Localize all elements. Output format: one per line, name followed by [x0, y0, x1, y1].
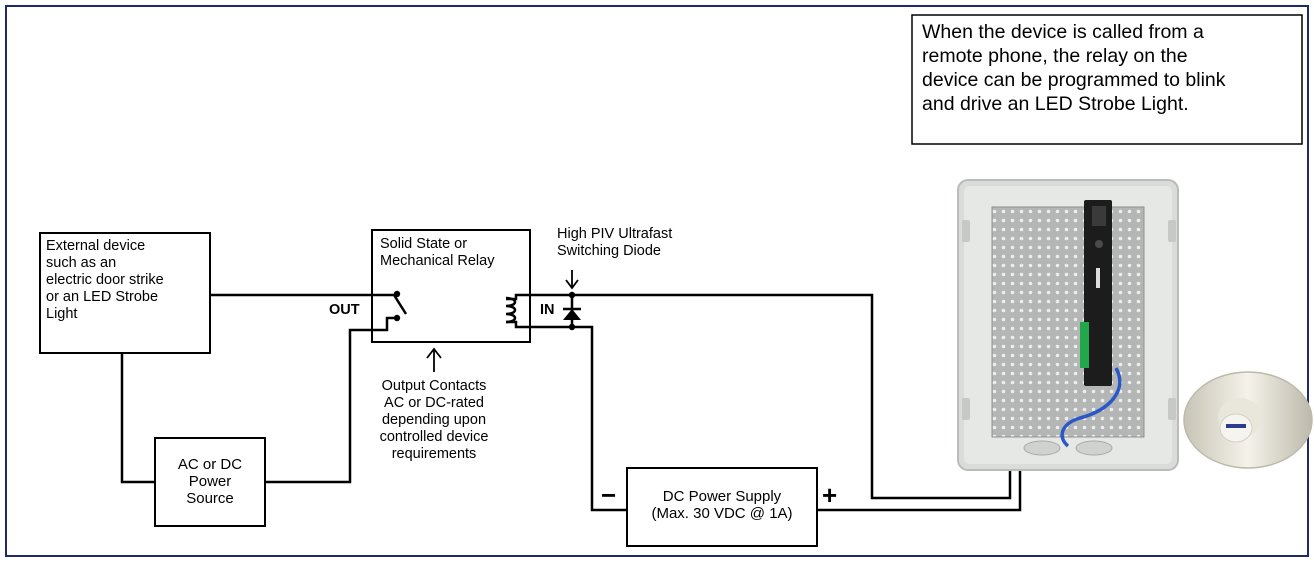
dc-supply-box [626, 467, 818, 547]
external-device-box [39, 232, 211, 354]
callout-box [911, 14, 1303, 145]
relay-coil-icon [505, 296, 517, 324]
dc-supply-label: DC Power Supply (Max. 30 VDC @ 1A) [651, 488, 793, 522]
relay-in-label: IN [540, 302, 555, 318]
enclosure-photo [957, 179, 1179, 471]
diode-label: High PIV Ultrafast Switching Diode [557, 226, 673, 259]
power-source-label: AC or DC Power Source [177, 456, 243, 507]
wire-device-to-source [120, 353, 155, 484]
relay-out-label: OUT [329, 302, 360, 318]
horn-speaker-photo [1183, 371, 1313, 469]
relay-switch-icon [393, 290, 401, 322]
dc-supply-minus-sign: − [601, 480, 617, 510]
wire-source-to-relay [265, 316, 396, 484]
output-contacts-label: Output Contacts AC or DC-rated depending… [379, 378, 489, 462]
dc-supply-plus-sign: + [822, 480, 838, 510]
relay-label: Solid State or Mechanical Relay [380, 236, 495, 269]
callout-text: When the device is called from a remote … [922, 21, 1226, 115]
external-device-label: External device such as an electric door… [46, 238, 164, 322]
diode-icon [563, 270, 581, 331]
output-contacts-arrow [426, 347, 442, 372]
relay-box [371, 229, 531, 343]
diagram-frame [5, 5, 1309, 557]
